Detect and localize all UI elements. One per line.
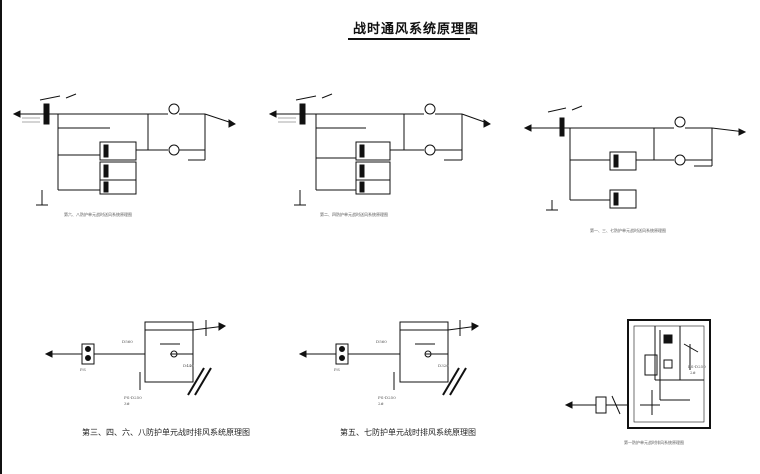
diagram-supply-2 (268, 93, 491, 206)
fan-icon (168, 103, 180, 115)
title-underline (348, 38, 470, 40)
diagram-exhaust-1 (44, 320, 226, 396)
outlet-arrow-icon (218, 322, 226, 331)
outlet-arrow-icon (483, 119, 491, 128)
filter-box-icon (355, 141, 391, 161)
blast-valve-icon (43, 103, 50, 125)
inlet-arrow-icon (12, 110, 21, 118)
blast-valve-icon (559, 117, 565, 137)
filter-box-icon (99, 141, 137, 161)
caption-supply-3: 第一、三、七防护单元战时送风系统原理图 (590, 228, 666, 233)
label-ps-d4: PS-D250 (124, 395, 142, 400)
valve-icon (170, 350, 178, 358)
fan-icon (168, 144, 180, 156)
diagram-exhaust-2 (298, 320, 479, 396)
room-outline (144, 321, 194, 383)
label-ps-d5: PS-D250 (378, 395, 396, 400)
fan-icon (674, 116, 686, 128)
label-valve-d4: D560 (122, 339, 133, 344)
inlet-arrow-icon (564, 401, 573, 409)
filter-box-icon (355, 179, 391, 195)
room-plan-outline (627, 319, 711, 429)
outlet-arrow-icon (228, 119, 236, 128)
label-valve-d5: D560 (376, 339, 387, 344)
caption-exhaust-3: 第一防护单元战时排风系统原理图 (624, 440, 684, 445)
inlet-arrow-icon (268, 110, 277, 118)
label-qty-d5: 2# (378, 401, 384, 406)
fan-icon (424, 103, 436, 115)
diagram-supply-1 (12, 93, 236, 206)
equipment-block (644, 354, 658, 376)
fan-icon (674, 154, 686, 166)
exhaust-fan-icon (595, 396, 607, 414)
blast-valve-icon (299, 103, 306, 125)
label-duct-d4: D440 (183, 363, 194, 368)
outlet-arrow-icon (738, 128, 747, 136)
outlet-arrow-icon (471, 322, 479, 331)
filter-box-icon (609, 151, 637, 171)
caption-exhaust-1: 第三、四、六、八防护单元战时排风系统原理图 (82, 428, 250, 437)
fan-icon (424, 144, 436, 156)
inlet-arrow-icon (298, 350, 307, 358)
inlet-arrow-icon (44, 350, 53, 358)
caption-supply-2: 第二、四防护单元战时送风系统原理图 (320, 212, 388, 217)
label-ps-d6: PS-D250 (688, 364, 706, 369)
inlet-arrow-icon (523, 124, 532, 132)
filter-box-icon (609, 189, 637, 209)
label-fan-d5: P.S (334, 367, 340, 372)
label-qty-d6: 2# (690, 370, 696, 375)
diagram-exhaust-3 (564, 319, 711, 429)
drawing-title: 战时通风系统原理图 (353, 22, 480, 37)
valve-icon (424, 350, 432, 358)
diagram-supply-3 (523, 105, 747, 211)
caption-supply-1: 第六、八防护单元战时送风系统原理图 (64, 212, 132, 217)
left-border-line (0, 0, 2, 474)
room-outline (399, 321, 449, 383)
label-fan-d4: P.S (80, 367, 86, 372)
label-qty-d4: 3# (124, 401, 130, 406)
caption-exhaust-2: 第五、七防护单元战时排风系统原理图 (340, 428, 476, 437)
filter-box-icon (99, 179, 137, 195)
label-duct-d5: D320 (438, 363, 449, 368)
